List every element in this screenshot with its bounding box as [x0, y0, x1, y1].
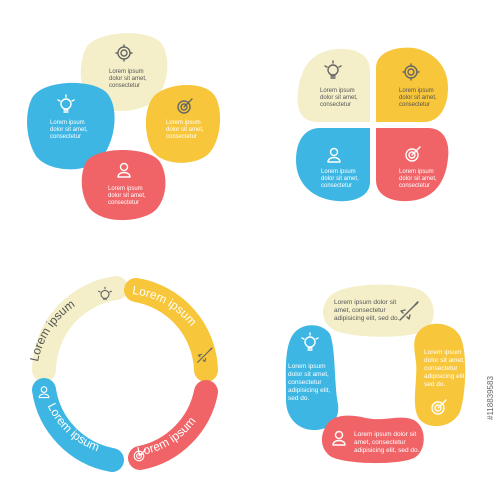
- d4-top-line1: Lorem ipsum dolor sit: [334, 299, 396, 306]
- d2-bl-line1: Lorem ipsum: [321, 169, 356, 175]
- d2-tr-line3: consectetur: [399, 102, 430, 108]
- d1-left-line1: Lorem ipsum: [50, 120, 85, 126]
- d2-bl-line3: consectetur: [321, 183, 352, 189]
- d4-right-line5: sed do.: [424, 381, 446, 388]
- blob-top: [322, 284, 434, 337]
- d4-right-line2: dolor sit amet,: [424, 357, 465, 364]
- rocket-icon: [197, 347, 213, 363]
- d2-br-line3: consectetur: [399, 183, 430, 189]
- d2-tl-line1: Lorem ipsum: [320, 88, 355, 94]
- d1-right-line1: Lorem ipsum: [166, 120, 201, 126]
- lightbulb-icon: [57, 94, 75, 113]
- d4-top-line2: amet, consectetur: [334, 307, 386, 314]
- stock-id: #118839583: [486, 376, 495, 420]
- d4-bottom-line2: amet, consectetur: [354, 439, 406, 446]
- d4-left-line1: Lorem ipsum: [288, 363, 326, 370]
- d4-bottom-line1: Lorem ipsum dolor sit: [354, 431, 416, 438]
- d1-bottom-line3: consectetur: [108, 200, 139, 206]
- d4-bottom-line3: adipisicing elit, sed do.: [354, 447, 420, 454]
- d1-left-line2: dolor sit amet,: [50, 127, 88, 133]
- d1-bottom-line2: dolor sit amet,: [108, 193, 146, 199]
- d1-bottom-line1: Lorem ipsum: [108, 186, 143, 192]
- diagram-cycle-blobs: Lorem ipsum dolor sit amet, consectetur …: [285, 284, 466, 464]
- d2-tl-line3: consectetur: [320, 102, 351, 108]
- blob-left: [27, 82, 115, 170]
- person-icon: [38, 386, 50, 399]
- rocket-icon: [399, 301, 419, 321]
- gear-icon: [402, 63, 420, 81]
- d2-tr-line1: Lorem ipsum: [399, 88, 434, 94]
- d1-right-line3: consectetur: [166, 134, 197, 140]
- diagram-ring: Lorem ipsum Lorem ipsum Lorem ipsum Lore…: [27, 276, 218, 472]
- blob-left: [285, 325, 339, 430]
- d1-top-line3: consectetur: [109, 83, 140, 89]
- d2-bl-line2: dolor sit amet,: [321, 176, 359, 182]
- d2-tl-line2: dolor sit amet,: [320, 95, 358, 101]
- lightbulb-icon: [301, 332, 319, 351]
- blob-bottom: [321, 415, 424, 464]
- d1-right-line2: dolor sit amet,: [166, 127, 204, 133]
- d1-left-line3: consectetur: [50, 134, 81, 140]
- person-icon: [327, 147, 341, 163]
- diagram-four-petals: Lorem ipsum dolor sit amet, consectetur …: [296, 47, 449, 202]
- petal-bottom-right: [376, 128, 449, 202]
- d2-br-line2: dolor sit amet,: [399, 176, 437, 182]
- d4-right-line4: adipisicing elit,: [424, 373, 466, 380]
- d4-right-line1: Lorem ipsum: [424, 349, 462, 356]
- ring-arc-bottom-left: [32, 378, 124, 472]
- target-icon: [177, 98, 193, 114]
- d4-left-line4: adipisicing elit,: [288, 387, 330, 394]
- target-icon: [431, 399, 447, 415]
- d4-left-line5: sed do.: [288, 395, 310, 402]
- d2-br-line1: Lorem ipsum: [399, 169, 434, 175]
- lightbulb-icon: [324, 60, 342, 79]
- d4-left-line2: dolor sit amet,: [288, 371, 329, 378]
- gear-icon: [115, 44, 133, 62]
- petal-top-right: [376, 47, 448, 123]
- d2-tr-line2: dolor sit amet,: [399, 95, 437, 101]
- d4-top-line3: adipisicing elit, sed do.: [334, 315, 400, 322]
- d1-top-line2: dolor sit amet,: [109, 76, 147, 82]
- blob-right: [414, 323, 466, 427]
- person-icon: [117, 162, 131, 178]
- blob-bottom: [81, 150, 166, 221]
- petal-top-left: [297, 48, 370, 122]
- lightbulb-icon: [98, 286, 112, 300]
- blob-right: [145, 85, 221, 163]
- target-icon: [133, 449, 146, 462]
- d4-right-line3: consectetur: [424, 365, 458, 372]
- d1-top-line1: Lorem ipsum: [109, 69, 144, 75]
- d4-left-line3: consectetur: [288, 379, 322, 386]
- person-icon: [332, 430, 346, 446]
- target-icon: [405, 146, 421, 162]
- diagram-four-blobs: Lorem ipsum dolor sit amet, consectetur …: [27, 33, 221, 221]
- ring-arc-bottom-right: [128, 380, 218, 470]
- petal-bottom-left: [296, 128, 370, 202]
